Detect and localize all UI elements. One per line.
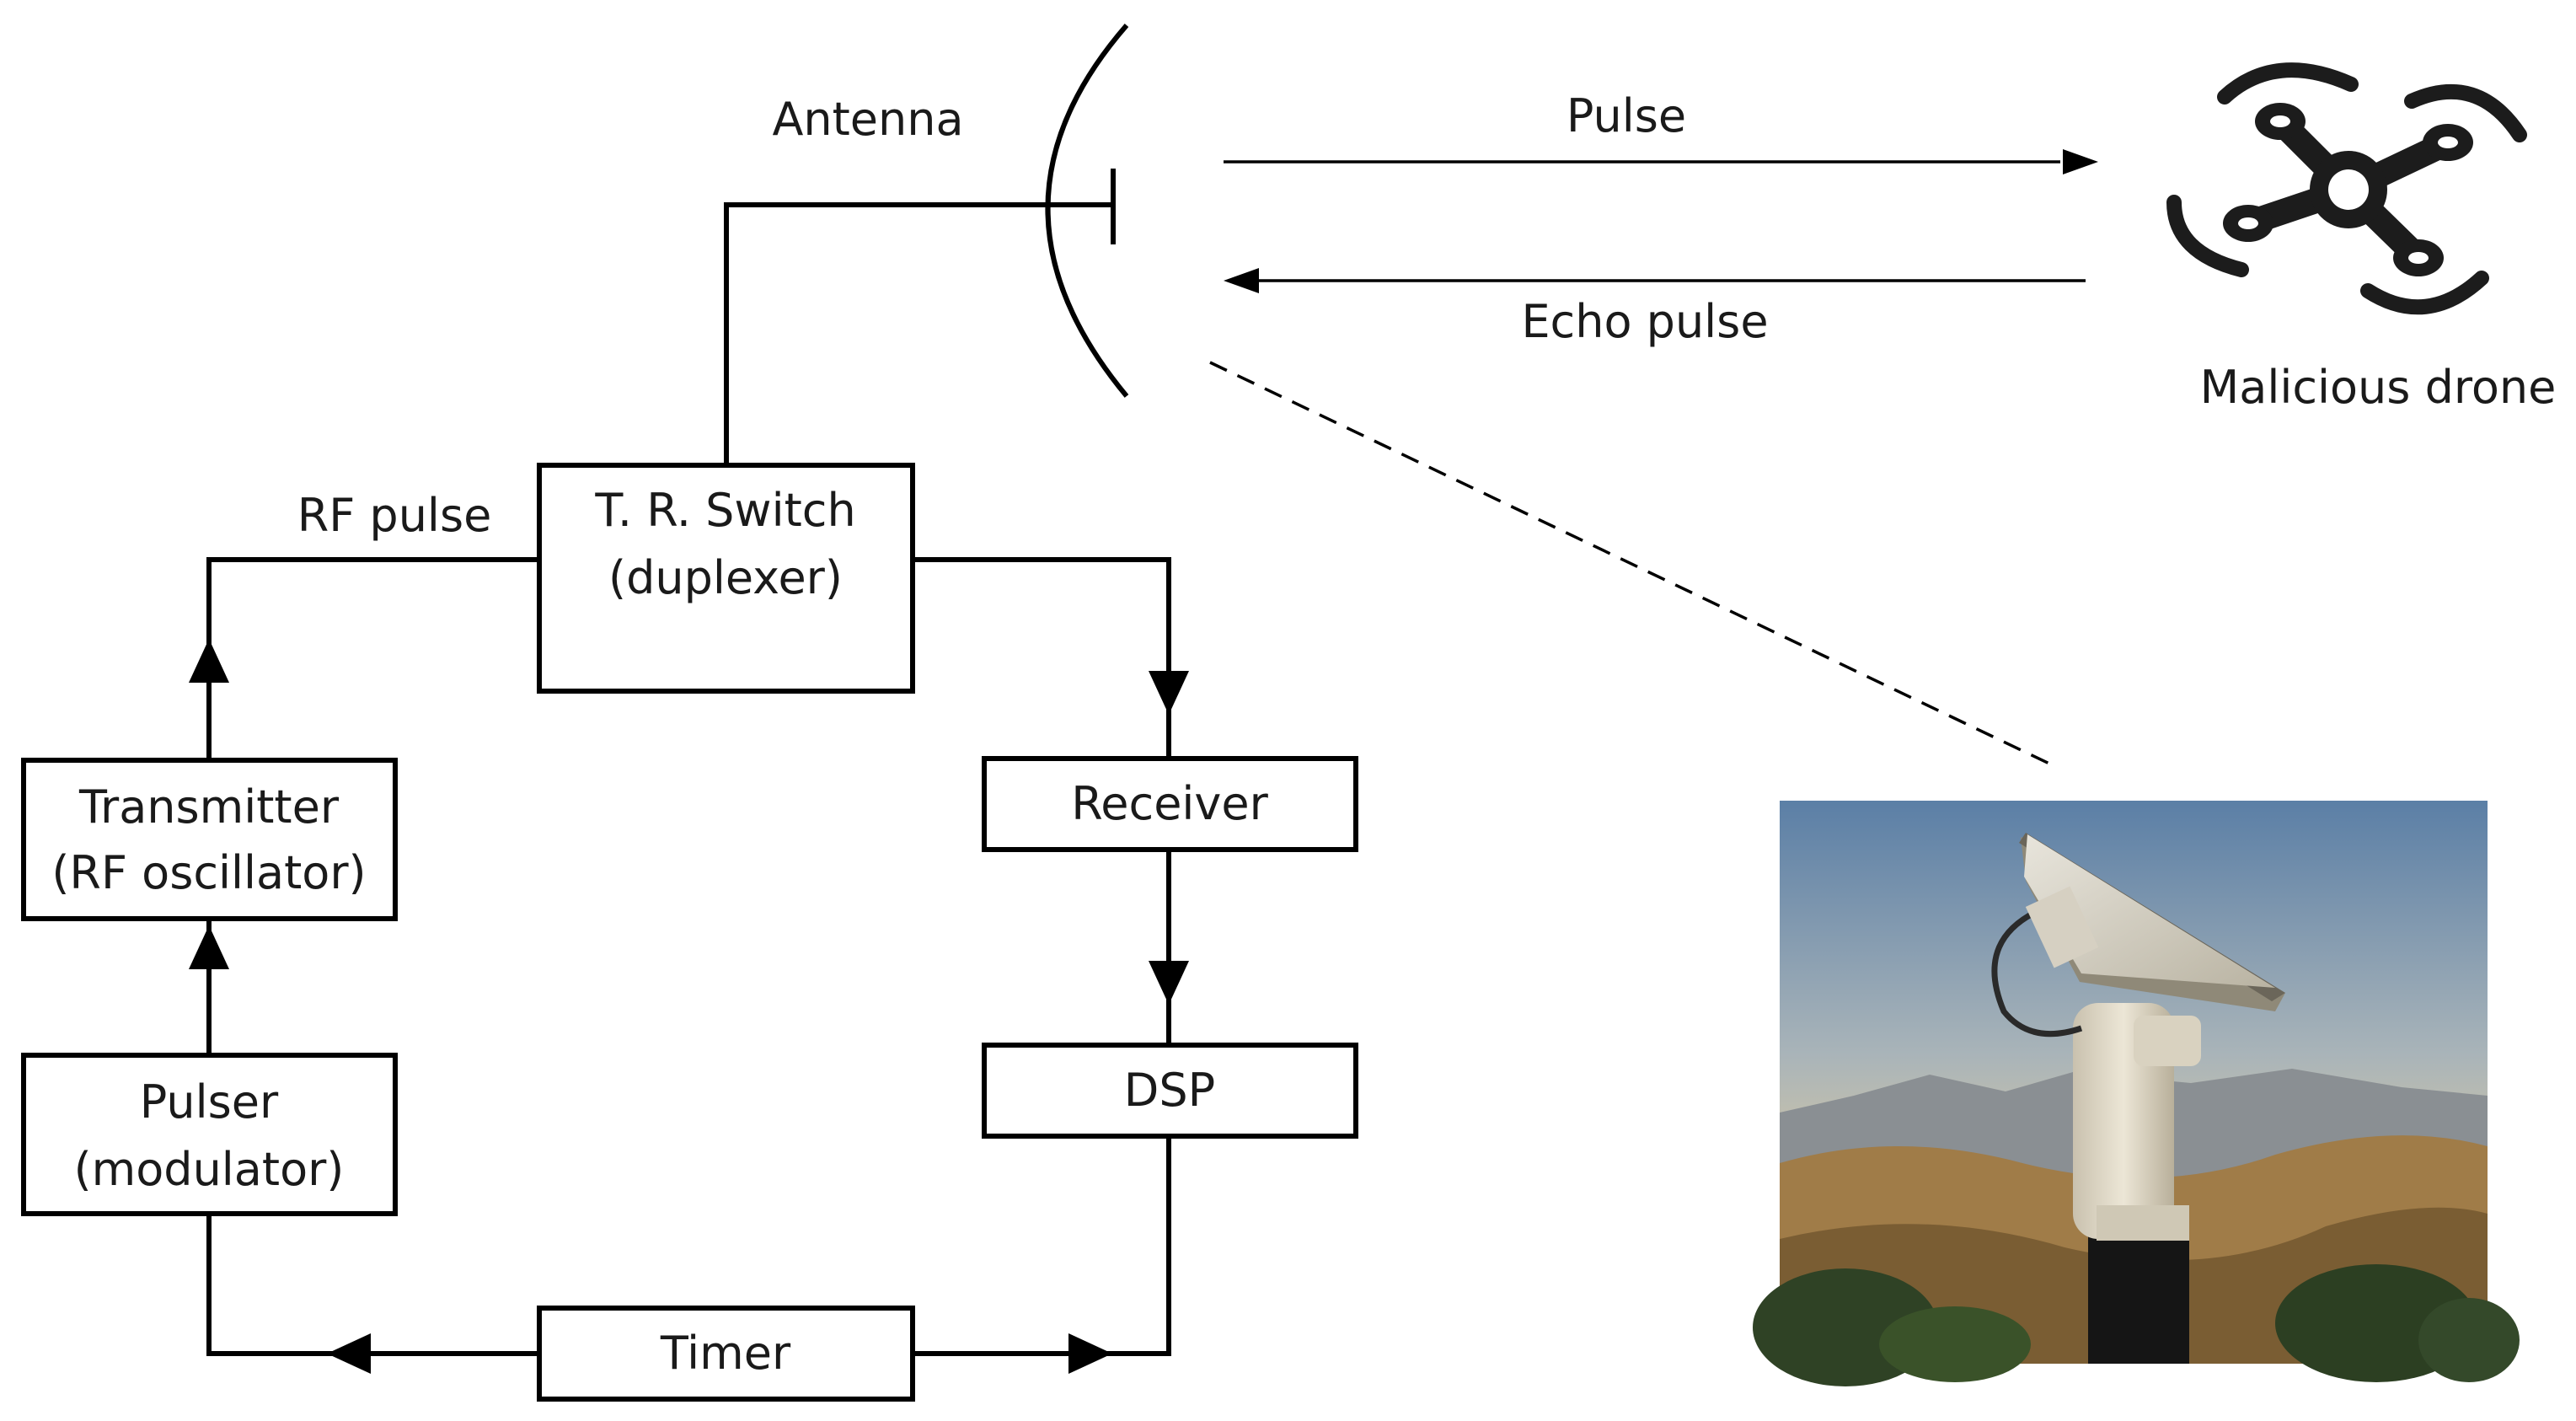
pulse-label: Pulse [1566,89,1686,142]
timer-label: Timer [660,1327,791,1380]
timer-left-arrowhead [327,1333,371,1374]
transmitter-block: Transmitter (RF oscillator) [21,758,398,921]
timer-to-pulser-line [206,1214,539,1356]
antenna-feed-line [724,202,1113,470]
pulser-to-transmitter-arrowhead [189,925,229,969]
switch-to-receiver-line [913,557,1171,759]
tr-switch-subtitle: (duplexer) [608,551,843,604]
rf-pulse-line [206,557,539,760]
radar-unit-photo [1753,801,2520,1386]
dsp-label: DSP [1124,1064,1215,1117]
receiver-to-dsp-arrowhead [1149,961,1189,1005]
parabolic-dish-antenna-icon [1045,24,1129,398]
transmitter-subtitle: (RF oscillator) [51,846,366,899]
quadcopter-drone-icon [2166,62,2527,315]
timer-right-arrowhead [1068,1333,1112,1374]
pulser-title: Pulser [140,1075,279,1129]
switch-to-receiver-arrowhead [1149,671,1189,715]
antenna-label: Antenna [772,93,963,146]
rf-pulse-arrowhead [189,639,229,683]
echo-pulse-arrowhead [1224,268,1259,293]
rf-pulse-label: RF pulse [297,489,492,542]
pulser-subtitle: (modulator) [74,1143,345,1196]
tr-switch-title: T. R. Switch [594,484,855,537]
photo-leader-dashed-line [1209,361,2050,765]
echo-pulse-label: Echo pulse [1521,295,1768,348]
receiver-block: Receiver [982,756,1358,852]
tr-switch-block: T. R. Switch (duplexer) [537,463,915,694]
dsp-block: DSP [982,1043,1358,1139]
timer-block: Timer [537,1306,915,1402]
transmitter-title: Transmitter [78,780,340,834]
dsp-to-timer-line [913,1136,1171,1356]
malicious-drone-label: Malicious drone [2200,361,2557,414]
pulse-arrowhead [2063,149,2098,174]
receiver-label: Receiver [1071,777,1268,830]
pulser-block: Pulser (modulator) [21,1053,398,1216]
